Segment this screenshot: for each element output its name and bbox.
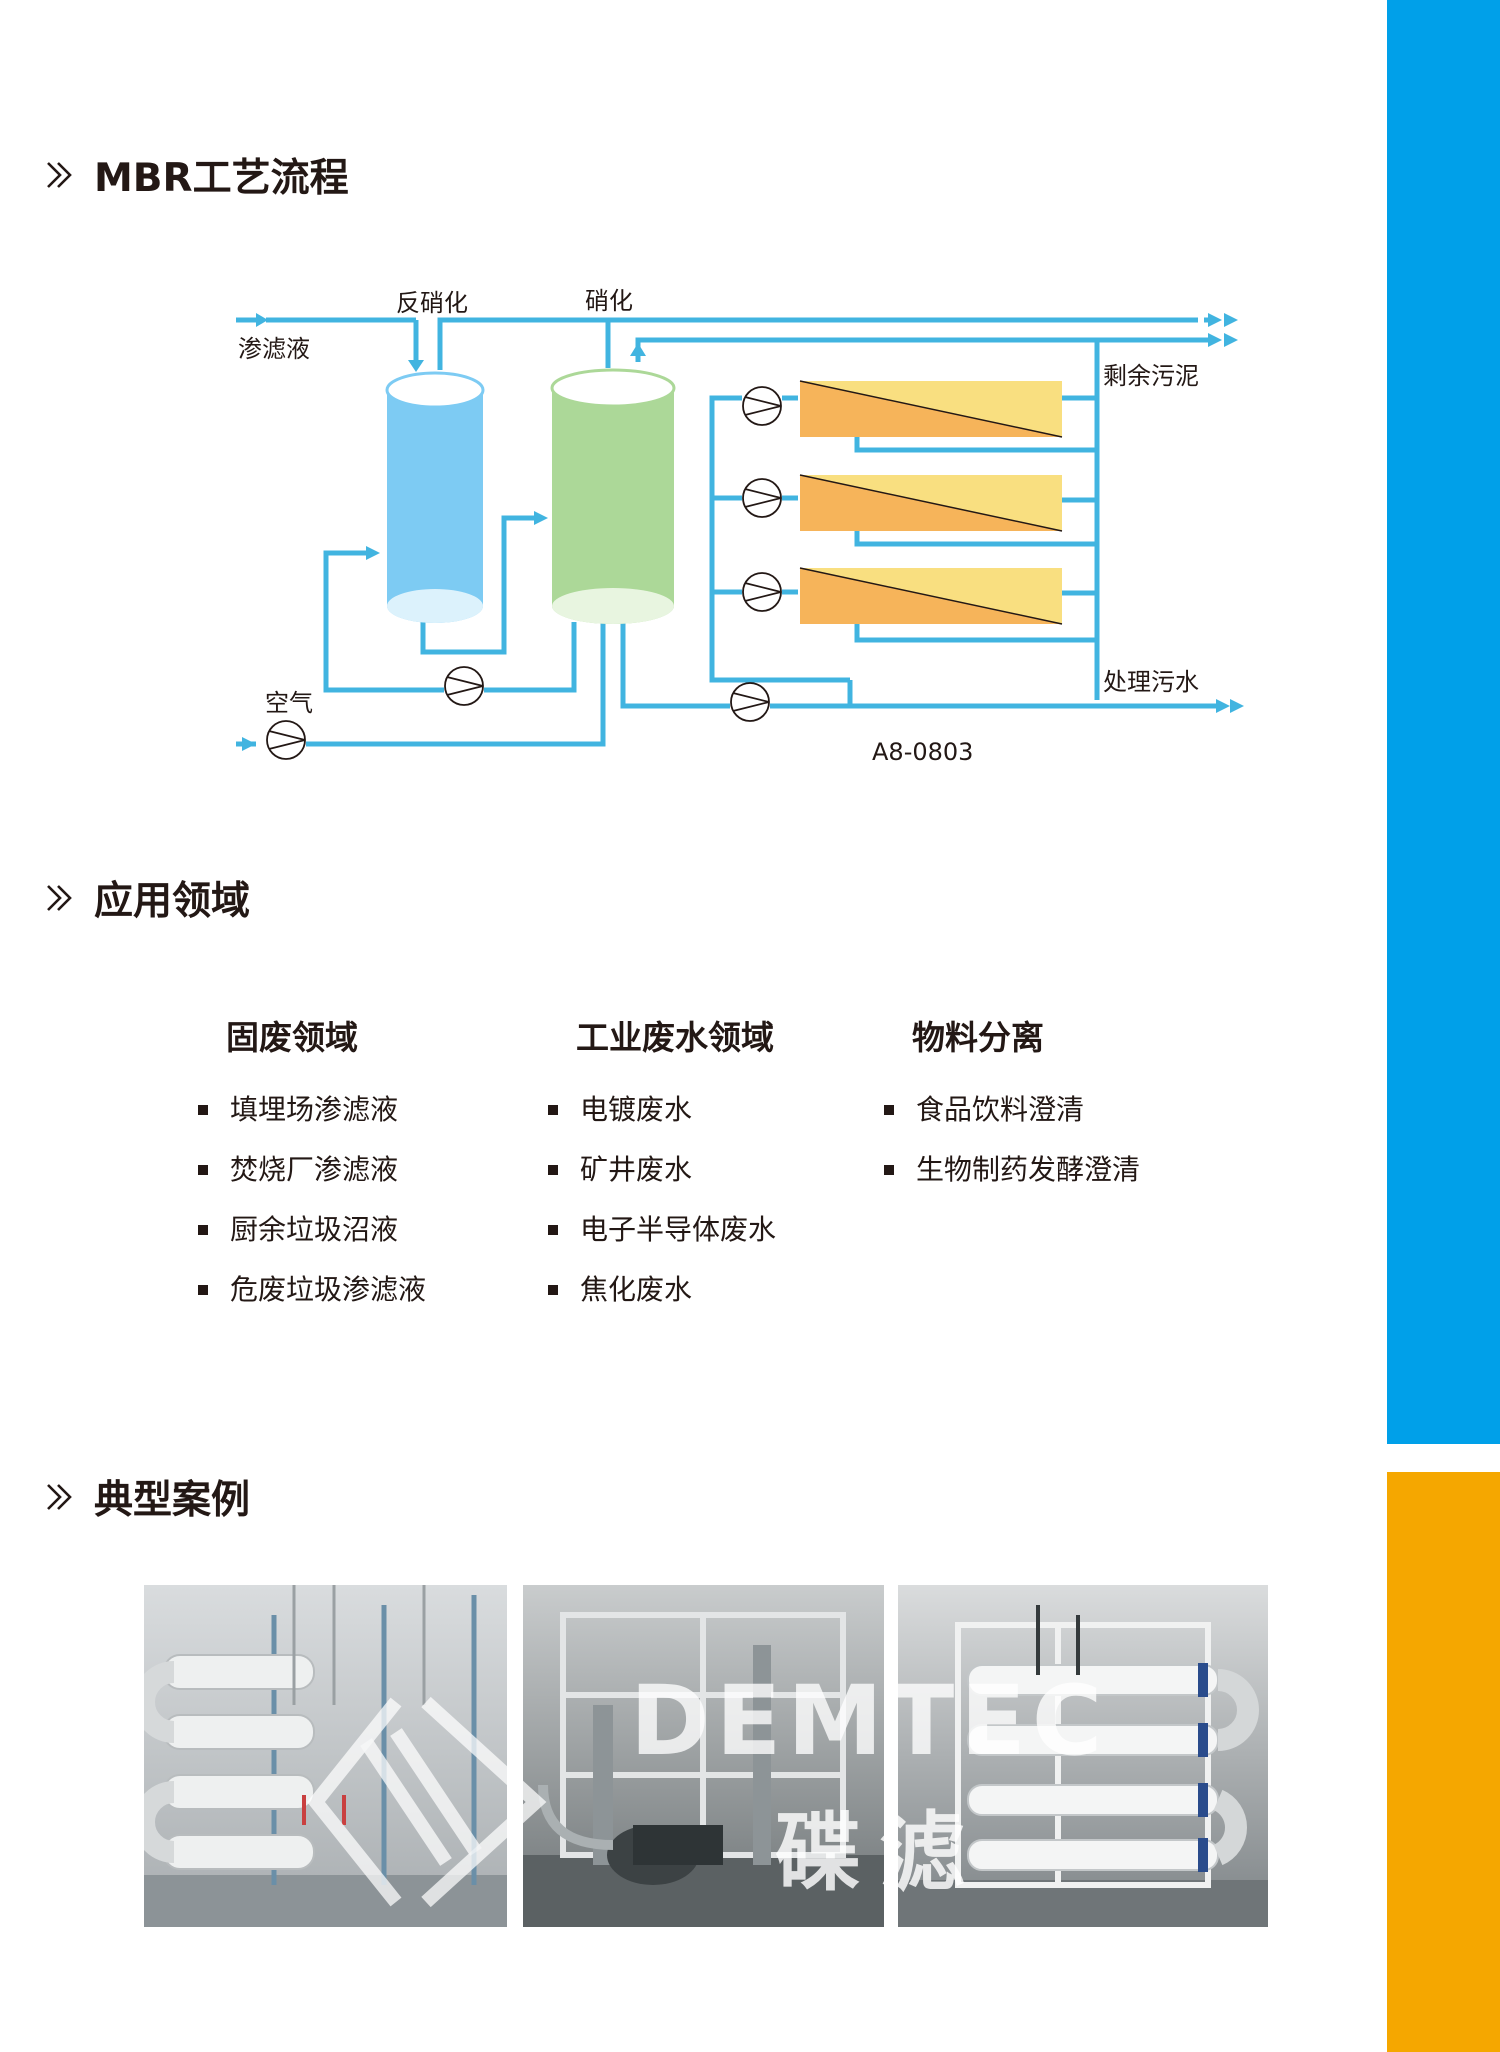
label-sludge: 剩余污泥 xyxy=(1103,362,1199,390)
case-photo-2 xyxy=(523,1585,884,1927)
list-item: 食品饮料澄清 xyxy=(882,1089,1140,1149)
label-air: 空气 xyxy=(265,689,313,717)
section-title-process: MBR工艺流程 xyxy=(46,150,349,201)
application-column-material-separation: 物料分离 食品饮料澄清 生物制药发酵澄清 xyxy=(882,1015,1140,1209)
section-title-applications: 应用领域 xyxy=(46,873,250,924)
label-code: A8-0803 xyxy=(872,738,973,766)
label-denitrification: 反硝化 xyxy=(396,289,468,317)
double-chevron-icon xyxy=(47,885,72,911)
side-band-blue xyxy=(1387,0,1500,1444)
label-inlet: 渗滤液 xyxy=(238,335,310,363)
side-band-orange xyxy=(1387,1472,1500,2052)
application-column-solid-waste: 固废领域 填埋场渗滤液 焚烧厂渗滤液 厨余垃圾沼液 危废垃圾渗滤液 xyxy=(196,1015,426,1329)
list-item: 焚烧厂渗滤液 xyxy=(196,1149,426,1209)
application-title: 物料分离 xyxy=(912,1018,1044,1057)
list-item: 焦化废水 xyxy=(546,1269,776,1329)
list-item: 生物制药发酵澄清 xyxy=(882,1149,1140,1209)
label-nitrification: 硝化 xyxy=(585,287,633,315)
brand-watermark-latin: DEMTEC xyxy=(630,1665,1109,1777)
brand-watermark-chinese: 碟滤 xyxy=(775,1803,983,1903)
list-item: 厨余垃圾沼液 xyxy=(196,1209,426,1269)
brand-logo-watermark xyxy=(307,1696,547,1908)
case-photo-1 xyxy=(144,1585,507,1927)
application-title: 固废领域 xyxy=(226,1018,358,1057)
double-chevron-icon xyxy=(47,162,72,188)
list-item: 危废垃圾渗滤液 xyxy=(196,1269,426,1329)
application-title: 工业废水领域 xyxy=(576,1018,774,1057)
list-item: 电子半导体废水 xyxy=(546,1209,776,1269)
list-item: 矿井废水 xyxy=(546,1149,776,1209)
double-chevron-icon xyxy=(47,1484,72,1510)
list-item: 电镀废水 xyxy=(546,1089,776,1149)
list-item: 填埋场渗滤液 xyxy=(196,1089,426,1149)
mbr-process-diagram: 渗滤液 反硝化 硝化 剩余污泥 空气 处理污水 A8-0803 xyxy=(236,287,1244,766)
case-photos xyxy=(144,1585,1268,1927)
label-treated: 处理污水 xyxy=(1103,668,1199,696)
case-photo-3 xyxy=(898,1585,1268,1927)
section-title-cases: 典型案例 xyxy=(46,1472,250,1523)
application-column-industrial-wastewater: 工业废水领域 电镀废水 矿井废水 电子半导体废水 焦化废水 xyxy=(546,1015,776,1329)
